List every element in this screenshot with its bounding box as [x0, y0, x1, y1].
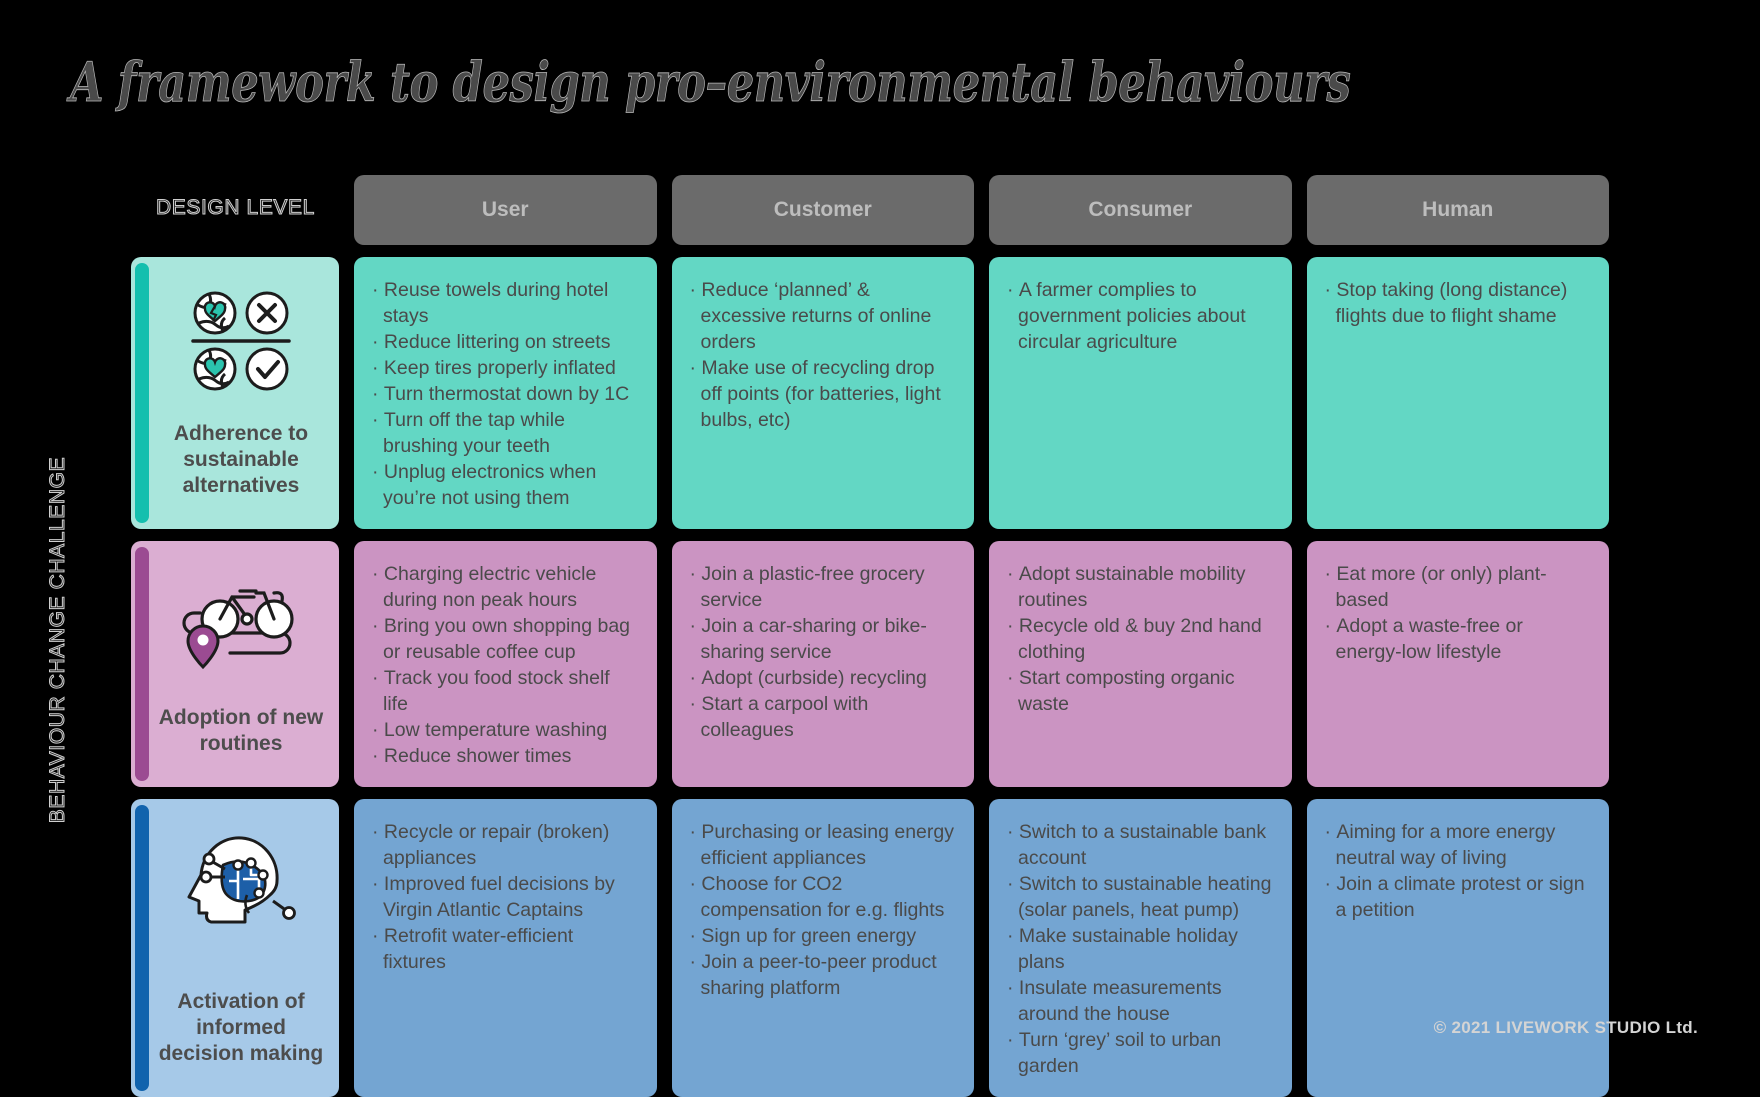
- bullet-item: Reuse towels during hotel stays: [372, 277, 639, 329]
- bullet-item: Join a climate protest or sign a petitio…: [1325, 871, 1592, 923]
- bullet-item: Improved fuel decisions by Virgin Atlant…: [372, 871, 639, 923]
- copyright-footer: © 2021 LIVEWORK STUDIO Ltd.: [1433, 1018, 1698, 1037]
- bullet-item: Join a peer-to-peer product sharing plat…: [690, 949, 957, 1001]
- column-header-consumer[interactable]: Consumer: [989, 175, 1292, 245]
- bullet-item: Make sustainable holiday plans: [1007, 923, 1274, 975]
- bullet-item: Recycle or repair (broken) appliances: [372, 819, 639, 871]
- cell-adoption-customer[interactable]: Join a plastic-free grocery serviceJoin …: [671, 541, 974, 787]
- bullet-list: Reuse towels during hotel staysReduce li…: [372, 277, 639, 511]
- row-label-activation[interactable]: Activation of informed decision making: [131, 799, 339, 1097]
- bullet-list: Recycle or repair (broken) appliancesImp…: [372, 819, 639, 975]
- bullet-list: A farmer complies to government policies…: [1007, 277, 1274, 355]
- design-level-axis-caption: DESIGN LEVEL: [156, 196, 315, 220]
- bullet-list: Stop taking (long distance) flights due …: [1325, 277, 1592, 329]
- bullet-item: Stop taking (long distance) flights due …: [1325, 277, 1592, 329]
- bullet-list: Switch to a sustainable bank accountSwit…: [1007, 819, 1274, 1079]
- bullet-item: A farmer complies to government policies…: [1007, 277, 1274, 355]
- bullet-item: Adopt a waste-free or energy-low lifesty…: [1325, 613, 1592, 665]
- bullet-item: Bring you own shopping bag or reusable c…: [372, 613, 639, 665]
- cell-adherence-user[interactable]: Reuse towels during hotel staysReduce li…: [354, 257, 657, 529]
- matrix-corner-spacer: [131, 175, 339, 245]
- bullet-list: Charging electric vehicle during non pea…: [372, 561, 639, 769]
- cell-activation-human[interactable]: Aiming for a more energy neutral way of …: [1306, 799, 1609, 1097]
- bullet-item: Reduce shower times: [372, 743, 639, 769]
- bullet-list: Purchasing or leasing energy efficient a…: [690, 819, 957, 1001]
- column-header-customer[interactable]: Customer: [671, 175, 974, 245]
- bullet-list: Reduce ‘planned’ & excessive returns of …: [690, 277, 957, 433]
- bullet-item: Retrofit water-efficient fixtures: [372, 923, 639, 975]
- bullet-list: Adopt sustainable mobility routinesRecyc…: [1007, 561, 1274, 717]
- bullet-item: Keep tires properly inflated: [372, 355, 639, 381]
- bullet-item: Unplug electronics when you’re not using…: [372, 459, 639, 511]
- bullet-item: Eat more (or only) plant-based: [1325, 561, 1592, 613]
- cell-adoption-consumer[interactable]: Adopt sustainable mobility routinesRecyc…: [989, 541, 1292, 787]
- bullet-item: Reduce ‘planned’ & excessive returns of …: [690, 277, 957, 355]
- bullet-item: Make use of recycling drop off points (f…: [690, 355, 957, 433]
- cell-activation-user[interactable]: Recycle or repair (broken) appliancesImp…: [354, 799, 657, 1097]
- bullet-item: Switch to a sustainable bank account: [1007, 819, 1274, 871]
- bullet-item: Insulate measurements around the house: [1007, 975, 1274, 1027]
- bullet-list: Aiming for a more energy neutral way of …: [1325, 819, 1592, 923]
- row-label-adherence[interactable]: Adherence to sustainable alternatives: [131, 257, 339, 529]
- bullet-item: Recycle old & buy 2nd hand clothing: [1007, 613, 1274, 665]
- row-label-text: Adoption of new routines: [158, 706, 324, 755]
- bullet-item: Turn ‘grey’ soil to urban garden: [1007, 1027, 1274, 1079]
- bullet-item: Track you food stock shelf life: [372, 665, 639, 717]
- behaviour-change-challenge-axis-caption: BEHAVIOUR CHANGE CHALLENGE: [46, 456, 70, 824]
- bullet-item: Join a plastic-free grocery service: [690, 561, 957, 613]
- cell-adherence-human[interactable]: Stop taking (long distance) flights due …: [1306, 257, 1609, 529]
- head-brain-network-icon: [181, 829, 301, 937]
- bullet-item: Charging electric vehicle during non pea…: [372, 561, 639, 613]
- bullet-item: Purchasing or leasing energy efficient a…: [690, 819, 957, 871]
- bullet-item: Start composting organic waste: [1007, 665, 1274, 717]
- column-header-user[interactable]: User: [354, 175, 657, 245]
- row-accent-bar: [135, 263, 149, 523]
- row-accent-bar: [135, 547, 149, 781]
- bullet-item: Sign up for green energy: [690, 923, 957, 949]
- bullet-list: Join a plastic-free grocery serviceJoin …: [690, 561, 957, 743]
- cell-activation-consumer[interactable]: Switch to a sustainable bank accountSwit…: [989, 799, 1292, 1097]
- page-title: A framework to design pro–environmental …: [70, 50, 1351, 114]
- row-label-adoption[interactable]: Adoption of new routines: [131, 541, 339, 787]
- cell-adoption-user[interactable]: Charging electric vehicle during non pea…: [354, 541, 657, 787]
- column-header-human[interactable]: Human: [1306, 175, 1609, 245]
- bullet-item: Turn off the tap while brushing your tee…: [372, 407, 639, 459]
- bullet-item: Low temperature washing: [372, 717, 639, 743]
- cell-activation-customer[interactable]: Purchasing or leasing energy efficient a…: [671, 799, 974, 1097]
- bullet-item: Start a carpool with colleagues: [690, 691, 957, 743]
- bullet-item: Adopt sustainable mobility routines: [1007, 561, 1274, 613]
- bullet-item: Turn thermostat down by 1C: [372, 381, 639, 407]
- row-label-text: Adherence to sustainable alternatives: [173, 422, 309, 497]
- globe-heart-cross-check-icon: [187, 287, 295, 395]
- bullet-item: Join a car-sharing or bike-sharing servi…: [690, 613, 957, 665]
- cell-adoption-human[interactable]: Eat more (or only) plant-basedAdopt a wa…: [1306, 541, 1609, 787]
- bullet-item: Aiming for a more energy neutral way of …: [1325, 819, 1592, 871]
- framework-matrix: User Customer Consumer Human: [131, 175, 1609, 1097]
- cell-adherence-consumer[interactable]: A farmer complies to government policies…: [989, 257, 1292, 529]
- bullet-list: Eat more (or only) plant-basedAdopt a wa…: [1325, 561, 1592, 665]
- bullet-item: Adopt (curbside) recycling: [690, 665, 957, 691]
- bullet-item: Reduce littering on streets: [372, 329, 639, 355]
- cell-adherence-customer[interactable]: Reduce ‘planned’ & excessive returns of …: [671, 257, 974, 529]
- bicycle-route-pin-icon: [178, 571, 304, 679]
- bullet-item: Switch to sustainable heating (solar pan…: [1007, 871, 1274, 923]
- bullet-item: Choose for CO2 compensation for e.g. fli…: [690, 871, 957, 923]
- row-label-text: Activation of informed decision making: [158, 990, 324, 1065]
- row-accent-bar: [135, 805, 149, 1091]
